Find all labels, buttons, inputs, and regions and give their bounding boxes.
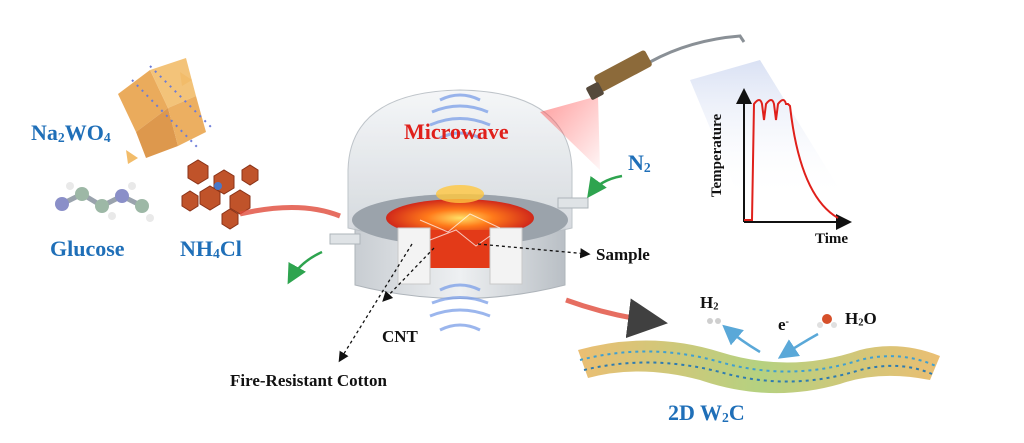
ir-beam: [540, 96, 600, 170]
output-flow-arrow: [565, 297, 668, 339]
cotton-label: Fire-Resistant Cotton: [230, 371, 387, 390]
nh4cl-label: NH4Cl: [180, 236, 242, 262]
crystal-structure-icon: [118, 58, 213, 164]
graph-y-label: Temperature: [709, 113, 726, 198]
product-label: 2D W2C: [668, 400, 745, 426]
ir-thermometer-icon: [586, 34, 746, 100]
sample-leader: [477, 243, 591, 259]
h2o-label: H2O: [845, 309, 877, 329]
sample-label: Sample: [596, 245, 650, 264]
graph-x-label: Time: [815, 231, 849, 247]
cotton-leader: [338, 243, 413, 363]
h2o-adsorption-arrow: [777, 332, 819, 359]
glucose-molecule-icon: [55, 182, 154, 222]
w2c-sheet-icon: [578, 340, 940, 394]
microwave-label: Microwave: [404, 119, 509, 144]
na2wo4-label: Na2WO4: [31, 120, 111, 146]
n2-inlet-arrow: [587, 174, 623, 199]
h2-molecule-icon: [707, 318, 721, 324]
h2o-molecule-icon: [817, 314, 837, 328]
n2-label: N2: [628, 150, 651, 176]
glucose-label: Glucose: [50, 236, 125, 261]
nh4cl-crystal-icon: [181, 159, 259, 230]
h2-label: H2: [700, 293, 719, 313]
input-flow-arrow: [239, 204, 341, 219]
microwave-reactor-icon: [329, 89, 589, 332]
h2-evolution-arrow: [722, 324, 761, 354]
temperature-graph-icon: [690, 60, 852, 230]
cnt-leader: [382, 247, 435, 302]
exhaust-arrow: [287, 250, 323, 285]
electron-label: e-: [778, 315, 789, 334]
cnt-label: CNT: [382, 327, 418, 346]
